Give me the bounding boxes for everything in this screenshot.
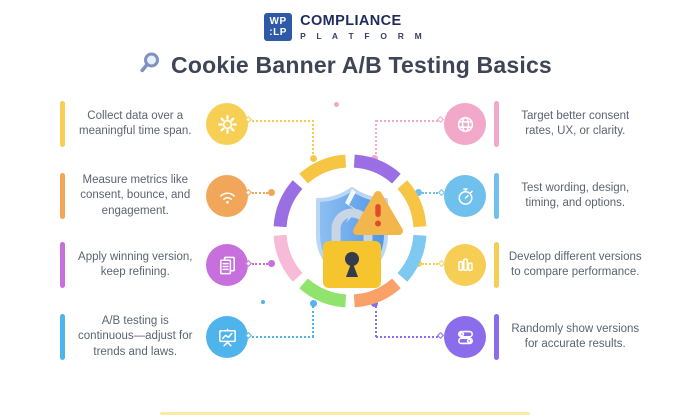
brand-line2: P L A T F O R M — [300, 31, 426, 41]
accent-bar — [494, 101, 499, 147]
page-title-row: Cookie Banner A/B Testing Basics — [0, 51, 690, 80]
logo-badge: WP :LP — [264, 13, 293, 41]
connector-dot — [268, 260, 275, 267]
left-item-3-label: Apply winning version, keep refining. — [78, 250, 193, 278]
left-item-2-label: Measure metrics like consent, bounce, an… — [80, 174, 191, 217]
connector-line — [422, 263, 438, 265]
stopwatch-icon — [444, 175, 486, 217]
connector-line — [375, 306, 377, 337]
right-item-4: Randomly show versions for accurate resu… — [444, 305, 644, 369]
segmented-ring — [273, 154, 427, 308]
connector-dot — [310, 155, 317, 162]
padlock-icon — [323, 208, 381, 288]
connector-line — [422, 192, 438, 194]
decorative-dot — [334, 102, 339, 107]
right-item-1-label: Target better consent rates, UX, or clar… — [521, 109, 630, 137]
accent-bar — [494, 314, 499, 360]
gear-icon — [206, 103, 248, 145]
right-item-2-label: Test wording, design, timing, and option… — [521, 181, 630, 209]
connector-line — [252, 120, 314, 122]
brand-line1: COMPLIANCE — [300, 13, 402, 29]
connector-diamond — [436, 115, 445, 124]
right-item-1: Target better consent rates, UX, or clar… — [444, 92, 644, 156]
connector-line — [376, 336, 438, 338]
accent-bar — [60, 101, 65, 147]
left-item-1: Collect data over a meaningful time span… — [60, 92, 248, 156]
right-item-2: Test wording, design, timing, and option… — [444, 164, 644, 228]
connector-line — [376, 120, 438, 122]
accent-bar — [494, 173, 499, 219]
accent-bar — [60, 314, 65, 360]
brand-name: COMPLIANCE P L A T F O R M — [300, 13, 426, 41]
connector-line — [312, 120, 314, 158]
left-item-4-label: A/B testing is continuous—adjust for tre… — [78, 315, 193, 358]
decorative-dot — [261, 300, 265, 304]
toggles-icon — [444, 316, 486, 358]
logo: WP :LP COMPLIANCE P L A T F O R M — [0, 13, 690, 41]
logo-badge-top: WP — [269, 15, 287, 27]
accent-bar — [60, 173, 65, 219]
connector-line — [252, 336, 314, 338]
footer-accent-bar — [160, 412, 530, 415]
logo-badge-bottom: :LP — [269, 27, 287, 38]
connector-diamond — [436, 331, 445, 340]
warning-triangle-icon — [353, 191, 403, 235]
globe-icon — [444, 103, 486, 145]
left-item-3: Apply winning version, keep refining. — [60, 233, 248, 297]
connector-line — [375, 120, 377, 158]
accent-bar — [60, 242, 65, 288]
presentation-chart-icon — [206, 316, 248, 358]
right-item-4-label: Randomly show versions for accurate resu… — [511, 322, 640, 350]
connector-line — [312, 306, 314, 337]
wifi-icon — [206, 175, 248, 217]
page-title: Cookie Banner A/B Testing Basics — [171, 52, 552, 78]
left-item-4: A/B testing is continuous—adjust for tre… — [60, 305, 248, 369]
right-item-3: Develop different versions to compare pe… — [444, 233, 644, 297]
left-item-1-label: Collect data over a meaningful time span… — [78, 109, 192, 137]
connector-dot — [310, 300, 317, 307]
center-hub-graphic — [273, 154, 427, 308]
connector-line — [252, 192, 268, 194]
connector-dot — [268, 189, 275, 196]
bar-chart-icon — [444, 244, 486, 286]
accent-bar — [494, 242, 499, 288]
right-item-3-label: Develop different versions to compare pe… — [508, 250, 642, 278]
report-icon — [206, 244, 248, 286]
connector-dot — [415, 189, 422, 196]
left-item-2: Measure metrics like consent, bounce, an… — [60, 164, 248, 228]
connector-line — [252, 263, 268, 265]
magnifier-icon — [138, 51, 162, 80]
